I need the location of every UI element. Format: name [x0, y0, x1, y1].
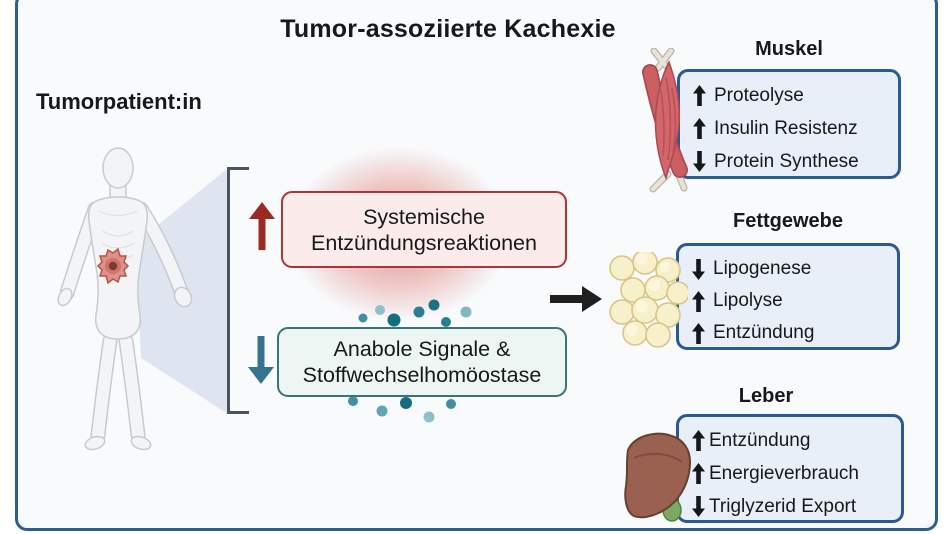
trend-arrow-icon — [693, 151, 706, 172]
left-hand — [57, 287, 73, 307]
figure-title: Tumor-assoziierte Kachexie — [280, 15, 616, 43]
anabolic-signals-line1: Anabole Signale & — [333, 337, 511, 361]
organ-title-leber: Leber — [738, 385, 794, 407]
systemic-inflammation-line2: Entzündungsreaktionen — [311, 230, 537, 255]
panel-fettgewebe: Fettgewebe Lipogenese Lipolyse Entzündun… — [608, 210, 904, 360]
organ-item: Protein Synthese — [693, 145, 898, 178]
organ-item-label: Lipogenese — [713, 258, 812, 279]
systemic-inflammation-line1: Systemische — [363, 204, 485, 229]
right-arrow-icon — [550, 286, 602, 317]
trend-arrow-icon — [693, 85, 706, 106]
organ-title-muskel: Muskel — [755, 38, 823, 60]
panel-leber: Leber Entzündung Energieverbrauch Trigly… — [620, 385, 908, 530]
left-foot — [84, 435, 106, 451]
patient-figure — [57, 147, 193, 451]
organ-item: Entzündung — [692, 424, 901, 457]
organ-item-label: Proteolyse — [714, 84, 804, 106]
organ-item: Entzündung — [692, 317, 897, 349]
organ-box-muskel: Proteolyse Insulin Resistenz Protein Syn… — [677, 69, 901, 179]
trend-arrow-icon — [692, 496, 705, 517]
organ-item-label: Triglyzerid Export — [709, 495, 857, 517]
organ-item: Lipolyse — [692, 285, 897, 317]
tumor-icon — [96, 247, 130, 285]
muscle-icon — [642, 48, 688, 193]
anabolic-signals-box: Anabole Signale & Stoffwechselhomöostase — [277, 327, 567, 397]
organ-item-label: Energieverbrauch — [709, 462, 859, 484]
trend-arrow-icon — [692, 258, 705, 280]
trend-arrow-icon — [693, 118, 706, 139]
organ-item-label: Protein Synthese — [714, 150, 859, 172]
organ-box-fettgewebe: Lipogenese Lipolyse Entzündung — [676, 243, 900, 350]
head — [102, 147, 134, 189]
bracket — [227, 167, 230, 414]
organ-item: Insulin Resistenz — [693, 112, 898, 145]
organ-item: Triglyzerid Export — [692, 490, 901, 523]
organ-item: Lipogenese — [692, 253, 897, 285]
liver-icon — [624, 432, 692, 522]
patient-label: Tumorpatient:in — [36, 89, 202, 114]
anabolic-signals-line2: Stoffwechselhomöostase — [302, 363, 542, 387]
bracket-top-cap — [227, 167, 249, 170]
decrease-arrow-icon — [248, 336, 274, 384]
organ-item: Proteolyse — [693, 79, 898, 112]
right-foot — [130, 435, 152, 451]
organ-box-leber: Entzündung Energieverbrauch Triglyzerid … — [676, 414, 904, 523]
panel-muskel: Muskel Proteolyse Insulin Resistenz Prot… — [638, 38, 904, 196]
organ-item-label: Entzündung — [709, 429, 811, 451]
bracket-bottom-cap — [227, 411, 249, 414]
signal-dots — [348, 299, 472, 423]
systemic-inflammation-box: Systemische Entzündungsreaktionen — [281, 191, 567, 268]
fat-tissue-icon — [609, 252, 688, 348]
trend-arrow-icon — [692, 322, 705, 344]
trend-arrow-icon — [692, 463, 705, 484]
organ-item: Energieverbrauch — [692, 457, 901, 490]
increase-arrow-icon — [249, 202, 275, 250]
trend-arrow-icon — [692, 290, 705, 312]
right-hand — [173, 286, 193, 308]
organ-item-label: Lipolyse — [713, 290, 783, 311]
organ-title-fettgewebe: Fettgewebe — [732, 210, 844, 232]
organ-item-label: Entzündung — [713, 322, 815, 343]
trend-arrow-icon — [692, 430, 705, 451]
organ-item-label: Insulin Resistenz — [714, 117, 858, 139]
